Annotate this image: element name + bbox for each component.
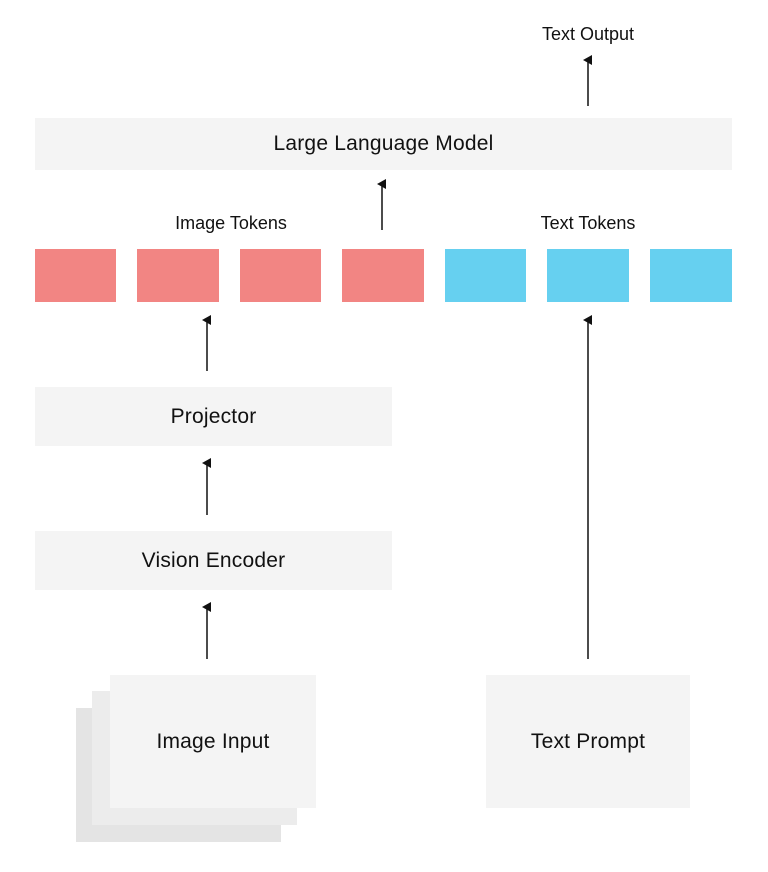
image-token — [240, 249, 321, 302]
vision-encoder-label: Vision Encoder — [141, 548, 286, 572]
text-output-label: Text Output — [541, 24, 635, 44]
image-token — [137, 249, 219, 302]
text-token — [650, 249, 732, 302]
text-prompt-box: Text Prompt — [486, 675, 690, 808]
vision-encoder-box: Vision Encoder — [35, 531, 392, 590]
image-tokens-label: Image Tokens — [175, 213, 287, 233]
projector-box: Projector — [35, 387, 392, 446]
text-prompt-label: Text Prompt — [530, 729, 646, 753]
text-token — [547, 249, 629, 302]
image-token — [342, 249, 424, 302]
image-input-label: Image Input — [156, 729, 270, 753]
text-tokens-label: Text Tokens — [540, 213, 636, 233]
text-token — [445, 249, 526, 302]
image-token — [35, 249, 116, 302]
projector-label: Projector — [170, 404, 257, 428]
image-input-box: Image Input — [110, 675, 316, 808]
llm-label: Large Language Model — [273, 132, 494, 155]
llm-box: Large Language Model — [35, 118, 732, 170]
